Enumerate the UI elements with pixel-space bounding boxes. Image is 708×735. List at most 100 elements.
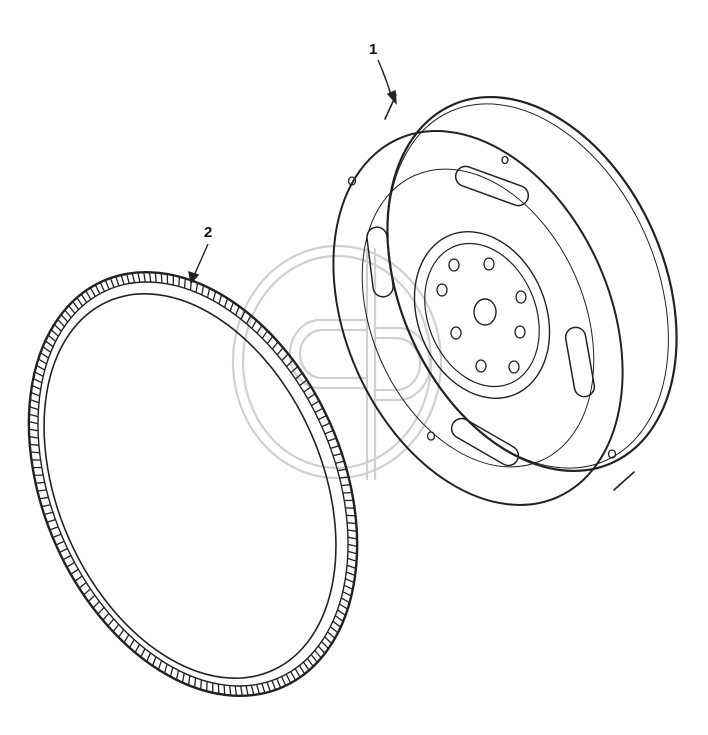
flywheel-hub-outer (413, 231, 551, 399)
flywheel-hub-inner (424, 242, 540, 388)
callout-leaders (188, 59, 397, 285)
gear-tooth (50, 329, 59, 337)
gear-tooth (302, 661, 310, 671)
flywheel-bolt-holes (436, 257, 527, 374)
gear-tooth (60, 314, 69, 323)
gear-tooth (240, 310, 246, 320)
gear-tooth (347, 550, 358, 555)
gear-tooth (129, 639, 135, 649)
gear-tooth (94, 284, 101, 295)
gear-tooth (146, 652, 151, 662)
gear-tooth (235, 306, 240, 316)
gear-tooth (163, 663, 168, 674)
gear-tooth (131, 272, 136, 283)
gear-tooth (53, 323, 62, 332)
gear-tooth (175, 670, 180, 680)
gear-tooth (109, 277, 115, 288)
gear-tooth (256, 325, 263, 334)
gear-tooth (32, 378, 43, 384)
flywheel (332, 94, 678, 506)
gear-tooth (347, 536, 358, 540)
gear-tooth (310, 654, 318, 663)
gear-tooth (85, 290, 92, 300)
callout-2: 2 (204, 224, 213, 241)
gear-tooth (31, 384, 41, 390)
gear-tooth (57, 318, 65, 327)
gear-tooth (324, 636, 333, 645)
gear-tooth (340, 597, 350, 604)
gear-tooth (80, 293, 88, 303)
gear-tooth (341, 484, 351, 487)
gear-tooth (234, 685, 238, 696)
gear-tooth (125, 273, 130, 284)
gear-tooth (64, 309, 72, 318)
gear-tooth (41, 504, 51, 508)
gear-tooth (206, 288, 211, 298)
gear-tooth (187, 675, 191, 686)
callout-1: 1 (369, 41, 378, 58)
gear-tooth (49, 526, 59, 531)
leader-1 (377, 59, 393, 99)
gear-tooth (143, 272, 146, 283)
gear-tooth (346, 571, 356, 577)
gear-tooth (89, 287, 96, 297)
gear-tooth (212, 291, 217, 301)
gear-tooth (140, 648, 146, 658)
gear-tooth (47, 334, 57, 342)
gear-tooth (115, 276, 120, 287)
gear-tooth (70, 568, 79, 575)
gear-tooth (303, 386, 312, 393)
gear-tooth (347, 557, 357, 562)
gear-tooth (28, 420, 39, 425)
flywheel-slots (366, 165, 596, 467)
gear-tooth (76, 297, 84, 307)
gear-tooth (107, 618, 115, 627)
gear-tooth (74, 575, 83, 582)
flywheel-face-ring (361, 168, 595, 468)
gear-tooth (251, 319, 257, 329)
gear-tooth (335, 460, 345, 464)
gear-tooth (181, 672, 185, 683)
gear-tooth (329, 626, 339, 634)
gear-tooth (137, 272, 141, 283)
gear-tooth (28, 428, 39, 432)
gear-tooth (339, 603, 348, 610)
gear-tooth (327, 437, 337, 442)
ring-gear-teeth (28, 272, 358, 696)
gear-tooth (306, 658, 314, 667)
gear-tooth (346, 514, 356, 517)
gear-tooth (285, 673, 292, 684)
gear-tooth (271, 341, 279, 350)
leader-1-arrowhead (386, 89, 397, 106)
ring-gear-inner-edge (43, 293, 337, 679)
gear-tooth (148, 272, 152, 283)
gear-tooth (29, 398, 40, 404)
gear-tooth (30, 451, 40, 454)
gear-tooth (99, 282, 105, 292)
gear-tooth (347, 529, 357, 532)
gear-tooth (183, 278, 186, 289)
gear-tooth (327, 631, 336, 639)
gear-tooth (78, 581, 87, 589)
gear-tooth (266, 681, 271, 692)
gear-tooth (112, 624, 120, 633)
gear-tooth (290, 366, 299, 374)
gear-tooth (72, 301, 80, 310)
gear-tooth (314, 650, 322, 659)
gear-tooth (134, 643, 141, 653)
gear-tooth (36, 364, 46, 371)
ring-gear-root-edge (37, 281, 349, 687)
gear-tooth (200, 679, 203, 690)
gear-tooth (281, 676, 287, 686)
gear-tooth (298, 665, 306, 675)
gear-tooth (299, 379, 308, 387)
gear-tooth (311, 400, 320, 407)
gear-tooth (28, 413, 39, 418)
gear-tooth (337, 609, 346, 616)
gear-tooth (97, 606, 105, 615)
gear-tooth (261, 330, 268, 339)
gear-tooth (195, 282, 199, 293)
gear-tooth (40, 352, 49, 359)
